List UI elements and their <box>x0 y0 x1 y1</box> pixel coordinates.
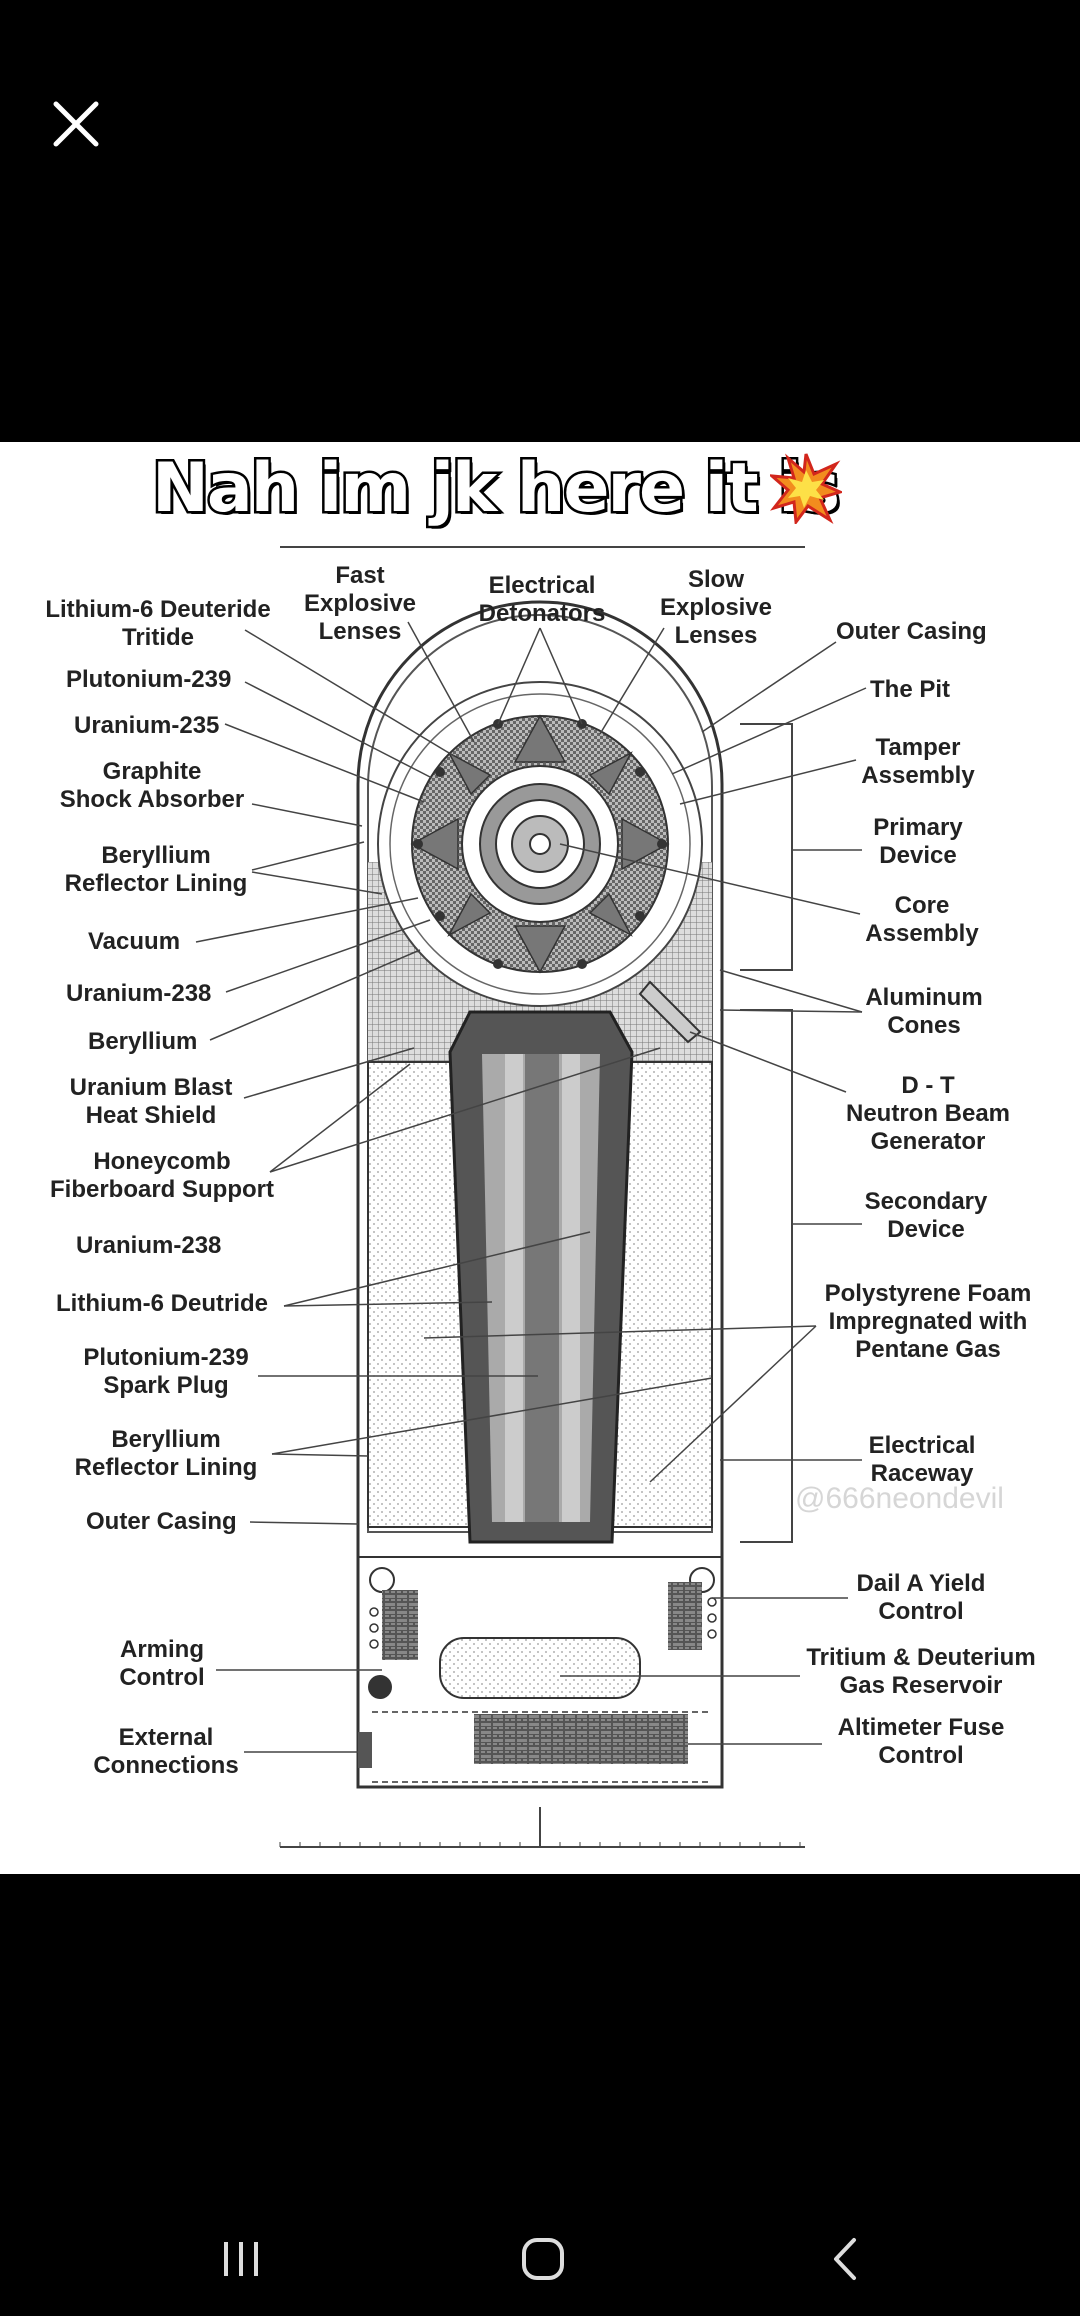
home-icon <box>522 2238 564 2280</box>
label-uranium-235: Uranium-235 <box>74 712 220 739</box>
label-uranium-238-bottom: Uranium-238 <box>76 1232 222 1259</box>
label-outer-casing-top: Outer Casing <box>836 618 987 645</box>
watermark-text: @666neondevil <box>795 1482 1004 1515</box>
recent-apps-icon <box>224 2242 258 2276</box>
label-vacuum: Vacuum <box>88 928 181 955</box>
back-icon <box>834 2238 856 2280</box>
label-lithium6-deutride: Lithium-6 Deutride <box>56 1290 269 1317</box>
close-button[interactable] <box>40 88 112 160</box>
label-uranium-238-top: Uranium-238 <box>66 980 212 1007</box>
label-the-pit: The Pit <box>870 676 951 703</box>
bomb-diagram <box>195 546 867 1848</box>
recent-apps-button[interactable] <box>196 2220 286 2300</box>
meme-caption: Nah im jk here it is <box>150 447 843 531</box>
system-navigation-bar <box>0 2200 1080 2316</box>
label-beryllium: Beryllium <box>88 1028 198 1055</box>
close-icon <box>53 101 99 147</box>
back-button[interactable] <box>800 2220 890 2300</box>
explosion-emoji-icon <box>770 453 842 524</box>
label-plutonium-239: Plutonium-239 <box>66 666 232 693</box>
home-button[interactable] <box>498 2220 588 2300</box>
label-outer-casing-bottom: Outer Casing <box>86 1508 237 1535</box>
